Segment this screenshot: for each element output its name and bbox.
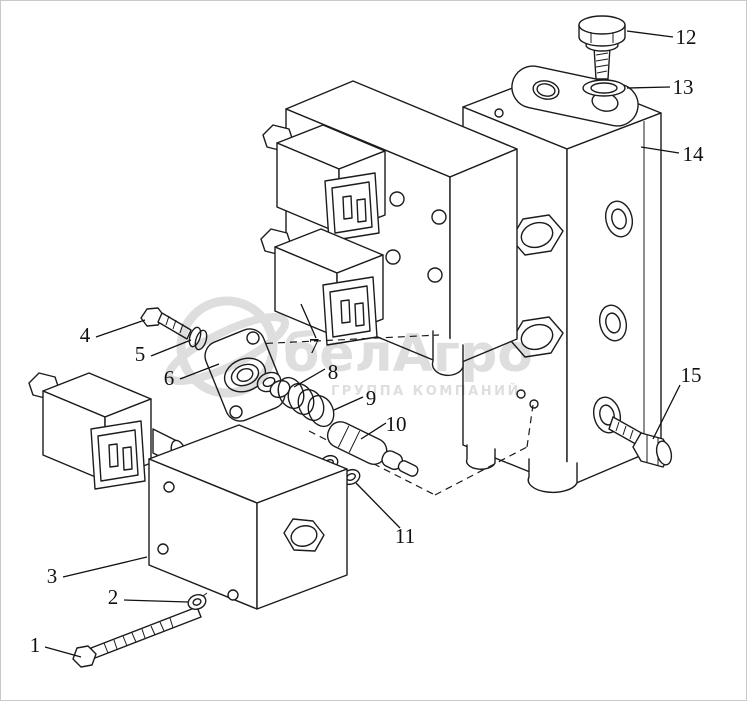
svg-text:13: 13 [673, 75, 694, 99]
solenoid-valve-block3 [28, 372, 152, 490]
callout-6: 6 [164, 363, 220, 390]
callout-2: 2 [108, 585, 189, 609]
watermark-brand: белАгро [283, 324, 533, 384]
hex-plug-block3 [283, 518, 325, 552]
side-fitting [608, 416, 673, 468]
lower-valve-block [148, 424, 348, 610]
callout-12: 12 [626, 25, 697, 49]
callout-3: 3 [47, 556, 148, 588]
watermark-logo-circle [176, 296, 278, 398]
svg-text:10: 10 [386, 412, 407, 436]
svg-text:15: 15 [681, 363, 702, 387]
hex-plug-upper [510, 214, 564, 256]
svg-text:6: 6 [164, 366, 175, 390]
assembly-dashed-lines [253, 334, 534, 496]
svg-text:5: 5 [135, 342, 146, 366]
svg-text:7: 7 [309, 334, 320, 358]
port-middle [598, 304, 628, 342]
hex-plug-lower [510, 316, 564, 358]
spring [277, 376, 335, 428]
port-top [604, 200, 634, 238]
watermark-logo-orbit [164, 313, 290, 385]
spool [326, 421, 419, 477]
svg-text:14: 14 [683, 142, 705, 166]
svg-text:3: 3 [47, 564, 58, 588]
watermark: белАгро ГРУППА КОМПАНИЙ [164, 296, 533, 399]
callout-1: 1 [30, 633, 82, 658]
callout-15: 15 [652, 363, 702, 440]
callouts: 1 2 3 4 5 6 7 8 [30, 25, 705, 658]
top-bolt [578, 15, 626, 80]
callout-5: 5 [135, 339, 192, 366]
svg-text:4: 4 [80, 323, 91, 347]
svg-text:12: 12 [676, 25, 697, 49]
callout-11: 11 [355, 482, 415, 548]
top-washer [582, 79, 626, 97]
svg-text:9: 9 [366, 386, 377, 410]
svg-text:1: 1 [30, 633, 41, 657]
callout-13: 13 [626, 75, 694, 99]
lock-washer [187, 592, 208, 610]
callout-14: 14 [640, 142, 705, 166]
svg-text:11: 11 [395, 524, 415, 548]
svg-text:8: 8 [328, 360, 339, 384]
callout-10: 10 [360, 412, 407, 440]
callout-8: 8 [293, 360, 339, 388]
callout-4: 4 [80, 319, 146, 347]
callout-9: 9 [333, 386, 377, 411]
callout-7: 7 [300, 303, 320, 358]
long-bolt [72, 606, 202, 668]
watermark-subtitle: ГРУППА КОМПАНИЙ [331, 383, 521, 399]
svg-text:2: 2 [108, 585, 119, 609]
